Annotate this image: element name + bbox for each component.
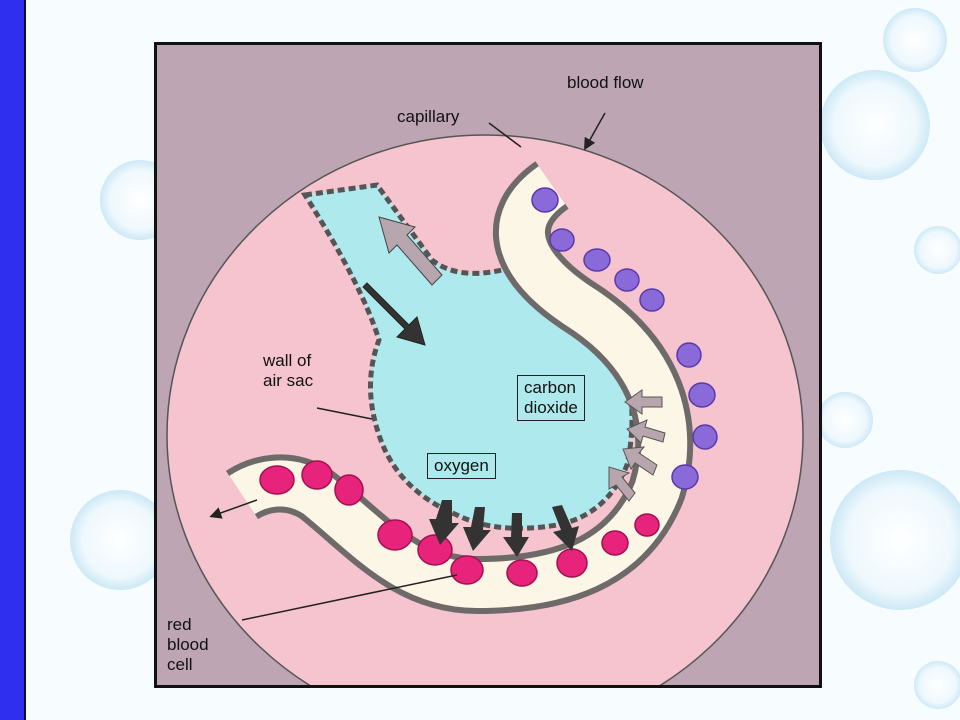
bubble: [820, 70, 930, 180]
bubble: [817, 392, 873, 448]
label-rbc-line3: cell: [167, 655, 193, 674]
blood-flow-pointer: [584, 112, 606, 151]
outflow-pointer: [209, 499, 258, 519]
label-wall-line1: wall of: [263, 351, 312, 370]
inhale-arrow: [362, 282, 426, 346]
bubble: [914, 661, 960, 709]
oxygen-arrows: [429, 500, 579, 557]
oxygenated-cells: [259, 460, 660, 587]
label-carbon-dioxide: carbon dioxide: [517, 375, 585, 421]
alveolus-diagram: blood flow capillary wall of air sac car…: [154, 42, 822, 688]
label-carbon-line2: dioxide: [524, 398, 578, 417]
rbc-pointer: [241, 574, 458, 621]
capillary-pointer: [488, 122, 522, 148]
bubble: [70, 490, 170, 590]
deoxygenated-cells: [531, 187, 718, 490]
label-wall-of-air-sac: wall of air sac: [263, 351, 313, 391]
air-sac: [300, 182, 635, 531]
label-oxygen: oxygen: [427, 453, 496, 479]
label-rbc-line1: red: [167, 615, 192, 634]
label-red-blood-cell: red blood cell: [167, 615, 209, 675]
diagram-drawing: [166, 112, 804, 685]
label-carbon-line1: carbon: [524, 378, 576, 397]
label-capillary: capillary: [397, 107, 460, 126]
exhale-arrow: [378, 216, 443, 286]
slide-accent-bar: [0, 0, 26, 720]
label-wall-line2: air sac: [263, 371, 314, 390]
pointer-lines: [209, 112, 606, 621]
bubble: [914, 226, 960, 274]
bubble: [830, 470, 960, 610]
label-rbc-line2: blood: [167, 635, 209, 654]
wall-pointer: [316, 407, 373, 420]
carbon-dioxide-arrows: [608, 389, 666, 502]
bubble: [883, 8, 947, 72]
label-blood-flow: blood flow: [567, 73, 644, 92]
